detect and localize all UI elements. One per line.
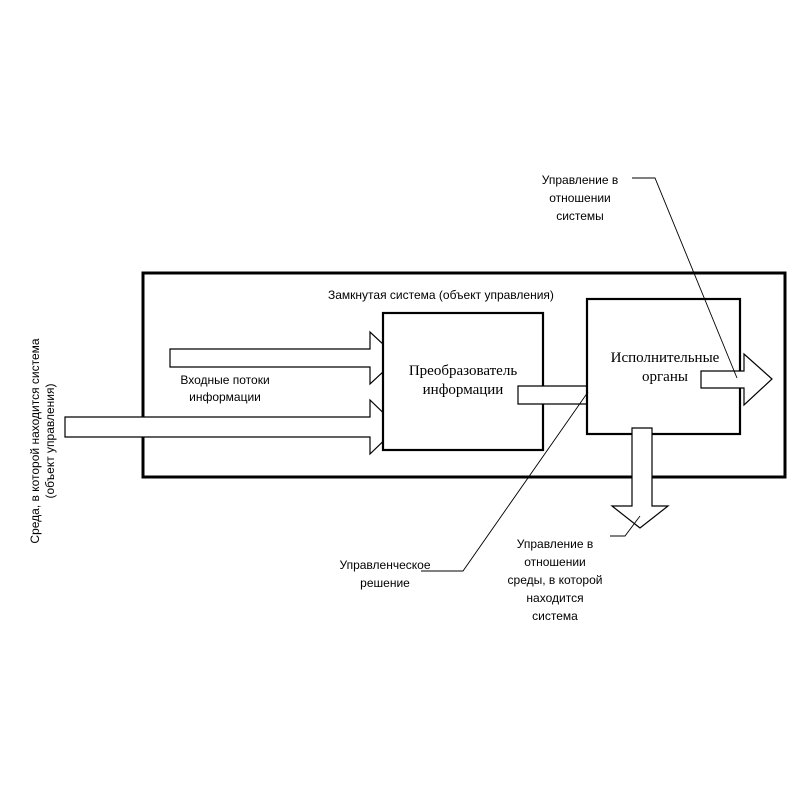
environment-control-arrow xyxy=(610,427,670,529)
control-env-line3: среды, в которой xyxy=(507,573,603,587)
input-flows-line1: Входные потоки xyxy=(180,373,270,387)
environment-label-line1: Среда, в которой находится система xyxy=(28,338,42,544)
control-system-label: Управление в отношении системы xyxy=(520,171,640,225)
input-flows-line2: информации xyxy=(189,390,261,404)
control-environment-label: Управление в отношении среды, в которой … xyxy=(490,535,620,625)
control-env-line1: Управление в xyxy=(516,537,594,551)
converter-label: Преобразователь информации xyxy=(388,362,538,400)
closed-system-frame xyxy=(141,271,787,479)
converter-line1: Преобразователь xyxy=(408,363,518,379)
leader-line-system-control xyxy=(632,177,738,379)
control-env-line4: находится xyxy=(526,591,584,605)
control-env-line5: система xyxy=(532,609,578,623)
input-flows-label: Входные потоки информации xyxy=(160,372,290,406)
converter-box xyxy=(381,311,545,452)
executive-label: Исполнительные органы xyxy=(590,349,740,387)
control-system-line3: системы xyxy=(556,209,604,223)
executive-line1: Исполнительные xyxy=(610,350,720,366)
converter-line2: информации xyxy=(422,382,504,398)
control-system-line2: отношении xyxy=(549,191,611,205)
input-arrow-2 xyxy=(64,398,399,456)
decision-line1: Управленческое xyxy=(339,558,431,572)
decision-line2: решение xyxy=(360,576,410,590)
executive-box xyxy=(585,297,742,436)
system-title: Замкнутая система (объект управления) xyxy=(328,288,554,302)
system-control-arrow xyxy=(700,352,773,407)
environment-label: Среда, в которой находится система (объе… xyxy=(28,331,58,551)
executive-line2: органы xyxy=(642,369,688,385)
control-system-line1: Управление в xyxy=(541,173,619,187)
leader-line-environment-control xyxy=(610,515,641,537)
decision-label: Управленческое решение xyxy=(325,556,445,592)
environment-label-line2: (объект управления) xyxy=(43,383,57,499)
leader-line-decision xyxy=(421,391,589,572)
control-env-line2: отношении xyxy=(524,555,586,569)
